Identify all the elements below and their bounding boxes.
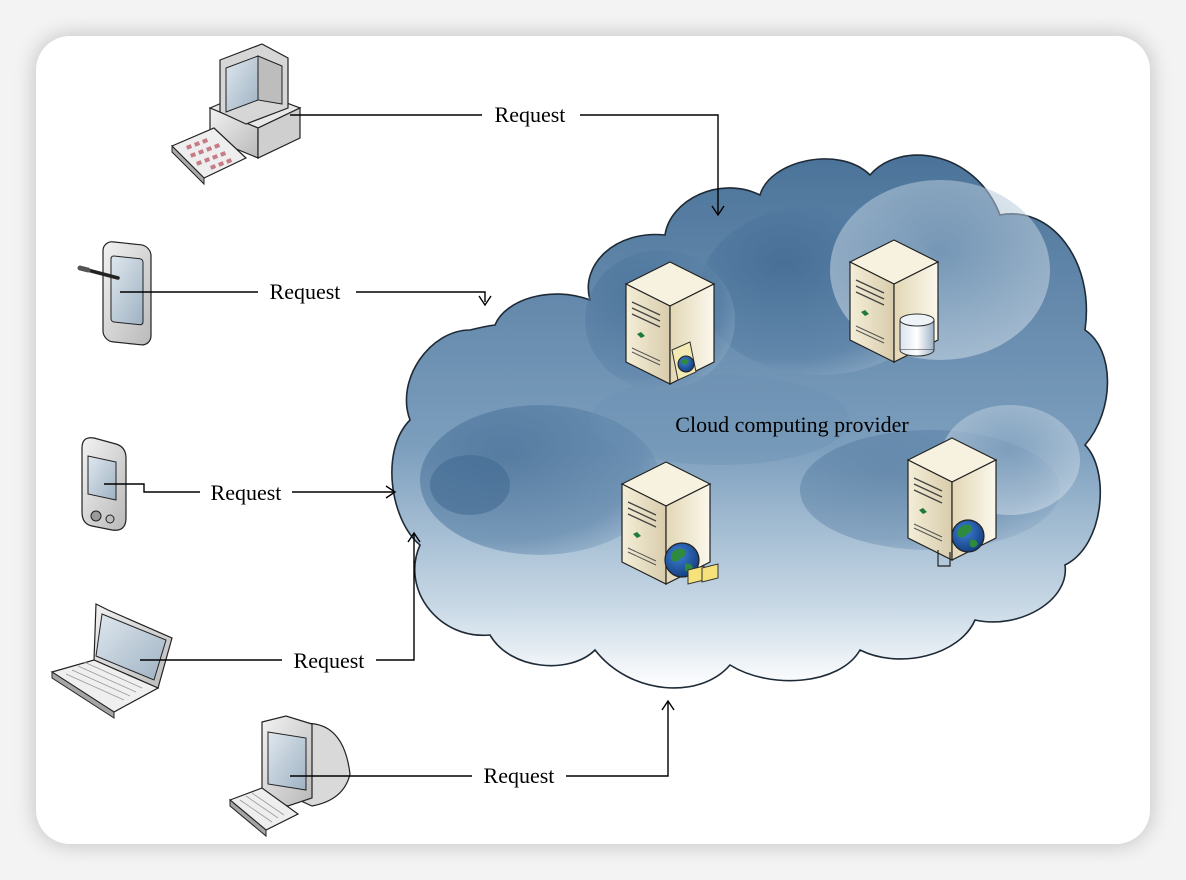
connector-tablet: Request [120, 279, 492, 307]
request-label: Request [211, 480, 282, 505]
server-database-icon [848, 239, 940, 363]
server-web-folder-icon [620, 461, 719, 585]
connector-desktop: Request [290, 102, 725, 217]
request-label: Request [495, 102, 566, 127]
server-certificate-icon [624, 261, 716, 385]
connector-pda: Request [104, 480, 397, 505]
crt-monitor-pc-icon [228, 715, 351, 838]
request-label: Request [270, 279, 341, 304]
cloud-label: Cloud computing provider [675, 412, 909, 437]
server-web-icon [906, 437, 998, 567]
request-label: Request [294, 648, 365, 673]
request-label: Request [484, 763, 555, 788]
connector-crt-pc: Request [290, 699, 675, 788]
connector-laptop: Request [140, 531, 421, 673]
laptop-icon [50, 603, 173, 719]
tablet-stylus-icon [77, 241, 152, 346]
desktop-tower-pc-icon [170, 43, 302, 186]
